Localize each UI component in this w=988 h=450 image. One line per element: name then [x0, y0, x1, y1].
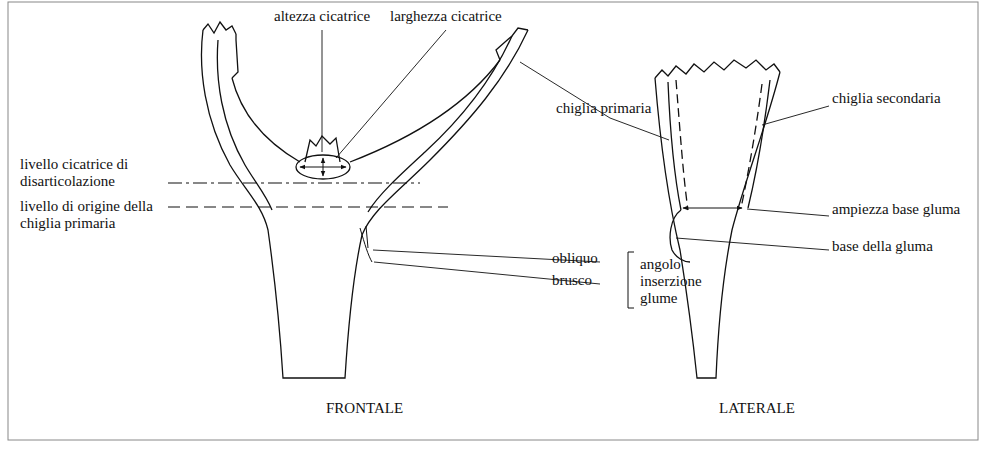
scar-height-label: altezza cicatrice — [274, 8, 370, 25]
insertion-angle-label: angolo inserzione glume — [640, 256, 720, 307]
primary-keel-label: chiglia primaria — [556, 100, 651, 117]
glume-base-width-label: ampiezza base gluma — [832, 201, 960, 218]
scar-width-label: larghezza cicatrice — [390, 8, 502, 25]
abrupt-label: brusco — [552, 272, 592, 289]
glume-base-label: base della gluma — [832, 238, 933, 255]
view-title: FRONTALE — [326, 400, 403, 417]
scar-level-label: livello cicatrice di disarticolazione — [20, 156, 146, 190]
keel-origin-label: livello di origine della chiglia primari… — [20, 198, 170, 232]
view-title: LATERALE — [719, 400, 795, 417]
secondary-keel-label: chiglia secondaria — [832, 90, 941, 107]
oblique-label: obliquo — [552, 250, 598, 267]
